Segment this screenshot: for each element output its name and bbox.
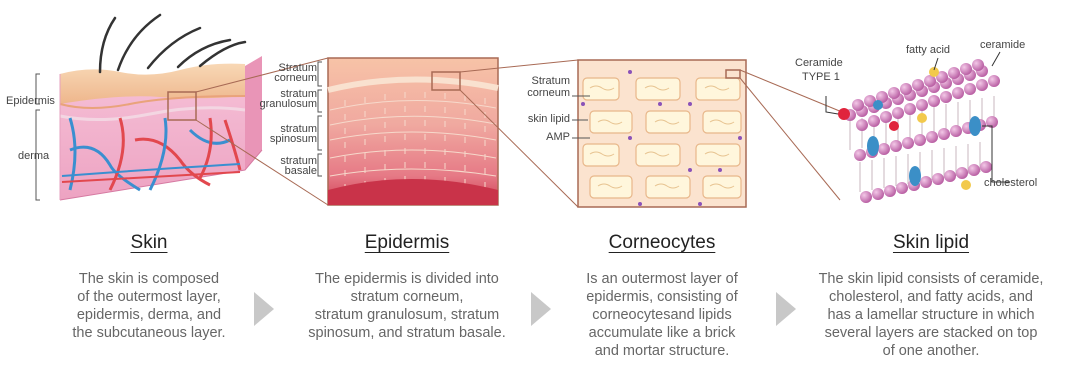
skin-lipid-description: The skin lipid consists of ceramide, cho… bbox=[800, 270, 1062, 360]
skin-block bbox=[36, 15, 262, 200]
corneocyte-stratum-label-2: corneum bbox=[510, 88, 570, 99]
corneocytes-desc-line: epidermis, consisting of bbox=[557, 288, 767, 306]
corneocytes-desc-line: and mortar structure. bbox=[557, 342, 767, 360]
corneocytes-panel bbox=[572, 60, 746, 207]
corneocytes-desc-line: Is an outermost layer of bbox=[557, 270, 767, 288]
arrow-right-icon bbox=[531, 292, 551, 326]
epidermis-description: The epidermis is divided into stratum co… bbox=[287, 270, 527, 342]
ceramide-type1-label-2: TYPE 1 bbox=[802, 72, 840, 83]
skin-lipid-desc-line: The skin lipid consists of ceramide, bbox=[800, 270, 1062, 288]
lipid-lamellae bbox=[826, 52, 1010, 203]
skin-lipid-desc-line: cholesterol, and fatty acids, and bbox=[800, 288, 1062, 306]
skin-title: Skin bbox=[34, 232, 264, 254]
corneocytes-desc-line: corneocytesand lipids bbox=[557, 306, 767, 324]
stratum-corneum-label-2: corneum bbox=[272, 73, 317, 84]
skin-description: The skin is composed of the outermost la… bbox=[34, 270, 264, 342]
skin-lipid-label: skin lipid bbox=[500, 114, 570, 125]
epidermis-panel bbox=[318, 58, 498, 205]
skin-lipid-desc-line: has a lamellar structure in which bbox=[800, 306, 1062, 324]
corneocytes-description: Is an outermost layer of epidermis, cons… bbox=[557, 270, 767, 360]
ceramide-type1-label-1: Ceramide bbox=[795, 58, 843, 69]
skin-lipid-title: Skin lipid bbox=[816, 232, 1046, 254]
epidermis-label: Epidermis bbox=[6, 96, 55, 107]
arrow-right-icon bbox=[776, 292, 796, 326]
derma-label: derma bbox=[18, 151, 49, 162]
stratum-granulosum-label-2: granulosum bbox=[252, 99, 317, 110]
stratum-spinosum-label-2: spinosum bbox=[252, 134, 317, 145]
epidermis-desc-line: stratum corneum, bbox=[287, 288, 527, 306]
epidermis-desc-line: stratum granulosum, stratum bbox=[287, 306, 527, 324]
skin-lipid-desc-line: several layers are stacked on top bbox=[800, 324, 1062, 342]
epidermis-desc-line: spinosum, and stratum basale. bbox=[287, 324, 527, 342]
skin-desc-line: of the outermost layer, bbox=[34, 288, 264, 306]
skin-desc-line: The skin is composed bbox=[34, 270, 264, 288]
skin-desc-line: the subcutaneous layer. bbox=[34, 324, 264, 342]
corneocytes-desc-line: accumulate like a brick bbox=[557, 324, 767, 342]
ceramide-label: ceramide bbox=[980, 40, 1025, 51]
epidermis-desc-line: The epidermis is divided into bbox=[287, 270, 527, 288]
skin-lipid-desc-line: of one another. bbox=[800, 342, 1062, 360]
stratum-basale-label-2: basale bbox=[252, 166, 317, 177]
cholesterol-label: cholesterol bbox=[984, 178, 1037, 189]
amp-label: AMP bbox=[510, 132, 570, 143]
arrow-right-icon bbox=[254, 292, 274, 326]
corneocytes-title: Corneocytes bbox=[547, 232, 777, 254]
epidermis-title: Epidermis bbox=[292, 232, 522, 254]
corneocyte-stratum-label-1: Stratum bbox=[510, 76, 570, 87]
fatty-acid-label: fatty acid bbox=[906, 45, 950, 56]
skin-desc-line: epidermis, derma, and bbox=[34, 306, 264, 324]
